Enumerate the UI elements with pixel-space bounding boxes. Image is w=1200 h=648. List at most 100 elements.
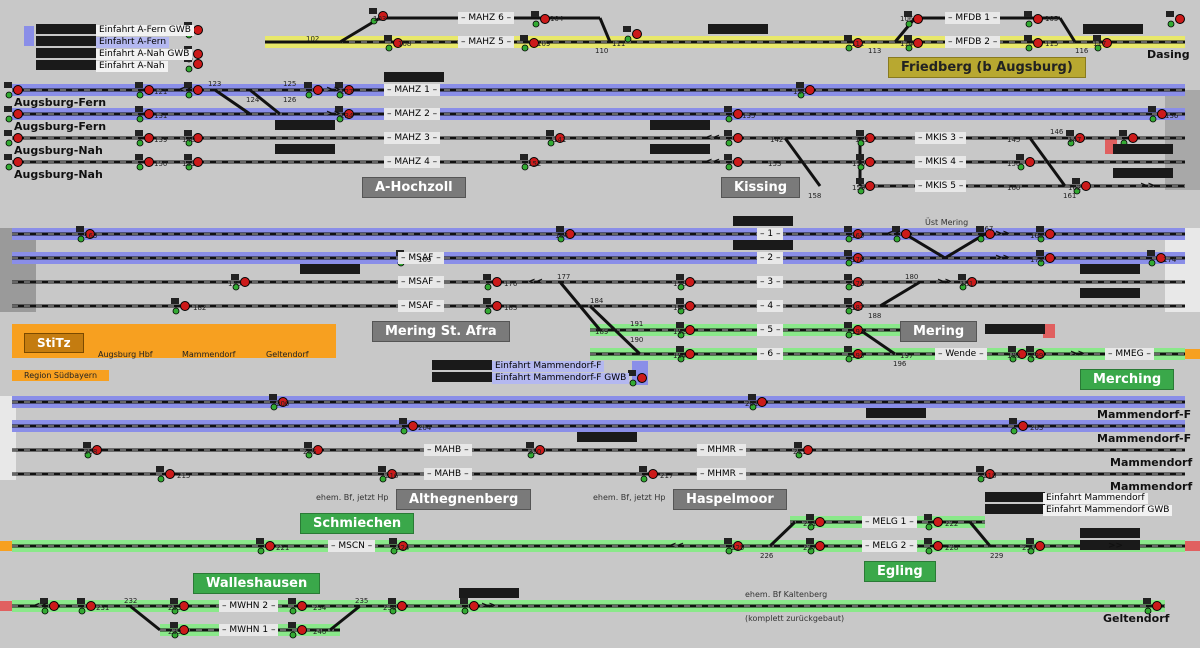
signal-red-icon[interactable] [803, 445, 813, 455]
signal-red-icon[interactable] [387, 469, 397, 479]
track-name-label[interactable]: – MAHB – [424, 444, 472, 456]
signal-red-icon[interactable] [535, 445, 545, 455]
signal-red-icon[interactable] [853, 349, 863, 359]
signal-red-icon[interactable] [397, 601, 407, 611]
track-name-label[interactable]: – MSCN – [328, 540, 376, 552]
station-label[interactable]: A-Hochzoll [362, 177, 466, 198]
direction-arrow-icon[interactable]: << [705, 157, 721, 167]
signal-red-icon[interactable] [685, 301, 695, 311]
signal-red-icon[interactable] [297, 601, 307, 611]
signal-red-icon[interactable] [265, 541, 275, 551]
track-name-label[interactable]: – MKIS 3 – [915, 132, 967, 144]
track-name-label[interactable]: – MFDB 2 – [945, 36, 1001, 48]
signal-red-icon[interactable] [144, 157, 154, 167]
signal-red-icon[interactable] [685, 349, 695, 359]
signal-red-icon[interactable] [853, 253, 863, 263]
track-name-label[interactable]: – MHMR – [697, 468, 747, 480]
signal-red-icon[interactable] [733, 541, 743, 551]
track-name-label[interactable]: – MSAF – [398, 252, 444, 264]
signal-red-icon[interactable] [985, 469, 995, 479]
signal-red-icon[interactable] [313, 445, 323, 455]
signal-red-icon[interactable] [555, 133, 565, 143]
track-name-label[interactable]: – MSAF – [398, 300, 444, 312]
track-name-label[interactable]: – MKIS 5 – [915, 180, 967, 192]
track-name-label[interactable]: – MAHZ 3 – [384, 132, 441, 144]
track-switch[interactable] [1058, 17, 1077, 43]
signal-red-icon[interactable] [865, 133, 875, 143]
track-switch[interactable] [783, 137, 822, 187]
track-name-label[interactable]: – MFDB 1 – [945, 12, 1001, 24]
signal-red-icon[interactable] [1025, 157, 1035, 167]
signal-red-icon[interactable] [13, 133, 23, 143]
signal-red-icon[interactable] [565, 229, 575, 239]
station-label[interactable]: Kissing [721, 177, 801, 198]
signal-red-icon[interactable] [815, 541, 825, 551]
signal-red-icon[interactable] [853, 301, 863, 311]
stitz-sub-label[interactable]: Geltendorf [266, 350, 309, 359]
signal-red-icon[interactable] [1075, 133, 1085, 143]
signal-red-icon[interactable] [1017, 349, 1027, 359]
direction-arrow-icon[interactable]: >> [1070, 349, 1086, 359]
track-switch[interactable] [768, 520, 797, 548]
track-name-label[interactable]: – MAHZ 2 – [384, 108, 441, 120]
signal-red-icon[interactable] [92, 445, 102, 455]
track-switch[interactable] [904, 232, 946, 260]
signal-red-icon[interactable] [853, 325, 863, 335]
direction-arrow-icon[interactable]: << [705, 133, 721, 143]
signal-red-icon[interactable] [985, 229, 995, 239]
track-switch[interactable] [558, 281, 602, 331]
signal-red-icon[interactable] [1045, 229, 1055, 239]
track-switch[interactable] [588, 304, 642, 356]
signal-red-icon[interactable] [144, 85, 154, 95]
signal-red-icon[interactable] [1156, 253, 1166, 263]
signal-red-icon[interactable] [144, 109, 154, 119]
station-label[interactable]: Mering [900, 321, 978, 342]
station-label[interactable]: Walleshausen [193, 573, 321, 594]
signal-red-icon[interactable] [540, 14, 550, 24]
signal-red-icon[interactable] [1157, 109, 1167, 119]
signal-red-icon[interactable] [85, 229, 95, 239]
signal-red-icon[interactable] [637, 373, 647, 383]
track-switch[interactable] [249, 88, 281, 116]
track-name-label[interactable]: – Wende – [935, 348, 987, 360]
track-name-label[interactable]: – 3 – [757, 276, 784, 288]
signal-red-icon[interactable] [49, 601, 59, 611]
signal-red-icon[interactable] [180, 301, 190, 311]
signal-red-icon[interactable] [86, 601, 96, 611]
direction-arrow-icon[interactable]: >> [326, 109, 342, 119]
signal-red-icon[interactable] [757, 397, 767, 407]
signal-red-icon[interactable] [193, 157, 203, 167]
signal-red-icon[interactable] [408, 421, 418, 431]
signal-red-icon[interactable] [13, 85, 23, 95]
signal-red-icon[interactable] [13, 109, 23, 119]
track-name-label[interactable]: – 6 – [757, 348, 784, 360]
track-name-label[interactable]: – MELG 1 – [862, 516, 917, 528]
signal-red-icon[interactable] [344, 109, 354, 119]
signal-red-icon[interactable] [853, 229, 863, 239]
direction-arrow-icon[interactable]: << [528, 277, 544, 287]
track-switch[interactable] [879, 280, 921, 308]
signal-red-icon[interactable] [313, 85, 323, 95]
signal-red-icon[interactable] [492, 301, 502, 311]
direction-arrow-icon[interactable]: >> [1140, 181, 1156, 191]
track-name-label[interactable]: – 4 – [757, 300, 784, 312]
track-name-label[interactable]: – MAHZ 5 – [458, 36, 515, 48]
signal-red-icon[interactable] [344, 85, 354, 95]
track-name-label[interactable]: – MWHN 1 – [219, 624, 279, 636]
direction-arrow-icon[interactable]: << [886, 229, 902, 239]
signal-red-icon[interactable] [529, 157, 539, 167]
signal-red-icon[interactable] [1045, 253, 1055, 263]
signal-red-icon[interactable] [901, 229, 911, 239]
signal-red-icon[interactable] [193, 25, 203, 35]
station-label[interactable]: Haspelmoor [673, 489, 787, 510]
signal-red-icon[interactable] [1128, 133, 1138, 143]
track-switch[interactable] [214, 88, 251, 116]
stitz-sub-label[interactable]: Mammendorf [182, 350, 236, 359]
signal-red-icon[interactable] [1033, 14, 1043, 24]
signal-red-icon[interactable] [144, 133, 154, 143]
track-switch[interactable] [598, 17, 612, 43]
signal-red-icon[interactable] [529, 38, 539, 48]
signal-red-icon[interactable] [853, 277, 863, 287]
signal-red-icon[interactable] [378, 11, 388, 21]
direction-arrow-icon[interactable]: << [669, 541, 685, 551]
